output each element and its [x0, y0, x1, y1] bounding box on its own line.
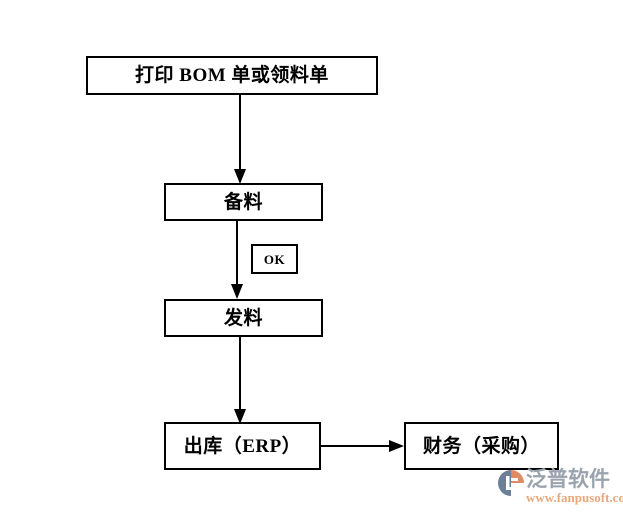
- fanpusoft-logo-icon: [497, 469, 525, 497]
- watermark: 泛普软件 www.fanpusoft.com: [497, 468, 623, 505]
- watermark-text-group: 泛普软件 www.fanpusoft.com: [526, 468, 623, 505]
- arrow-down-icon: [231, 221, 243, 299]
- arrow-right-icon: [321, 440, 404, 452]
- node-print-bom[interactable]: 打印 BOM 单或领料单: [86, 56, 378, 95]
- node-ok-label[interactable]: OK: [251, 244, 298, 274]
- watermark-url: www.fanpusoft.com: [526, 490, 623, 505]
- connector-print-to-prepare: [225, 95, 255, 185]
- watermark-brand: 泛普软件: [526, 467, 610, 491]
- node-finance-purchasing[interactable]: 财务（采购）: [404, 422, 559, 470]
- connector-issue-to-outbound: [225, 337, 255, 425]
- node-issue-material[interactable]: 发料: [164, 299, 323, 337]
- node-prepare-material-label: 备料: [223, 191, 263, 213]
- node-ok-label-text: OK: [263, 251, 286, 267]
- node-print-bom-label: 打印 BOM 单或领料单: [135, 65, 329, 86]
- connector-outbound-to-finance: [321, 432, 407, 460]
- connector-prepare-to-issue: [229, 221, 259, 301]
- node-outbound-erp[interactable]: 出库（ERP）: [164, 422, 321, 470]
- node-issue-material-label: 发料: [223, 307, 263, 329]
- arrow-down-icon: [234, 337, 246, 424]
- node-outbound-erp-label: 出库（ERP）: [183, 435, 302, 457]
- node-finance-purchasing-label: 财务（采购）: [422, 435, 540, 457]
- arrow-down-icon: [234, 95, 246, 184]
- node-prepare-material[interactable]: 备料: [164, 183, 323, 221]
